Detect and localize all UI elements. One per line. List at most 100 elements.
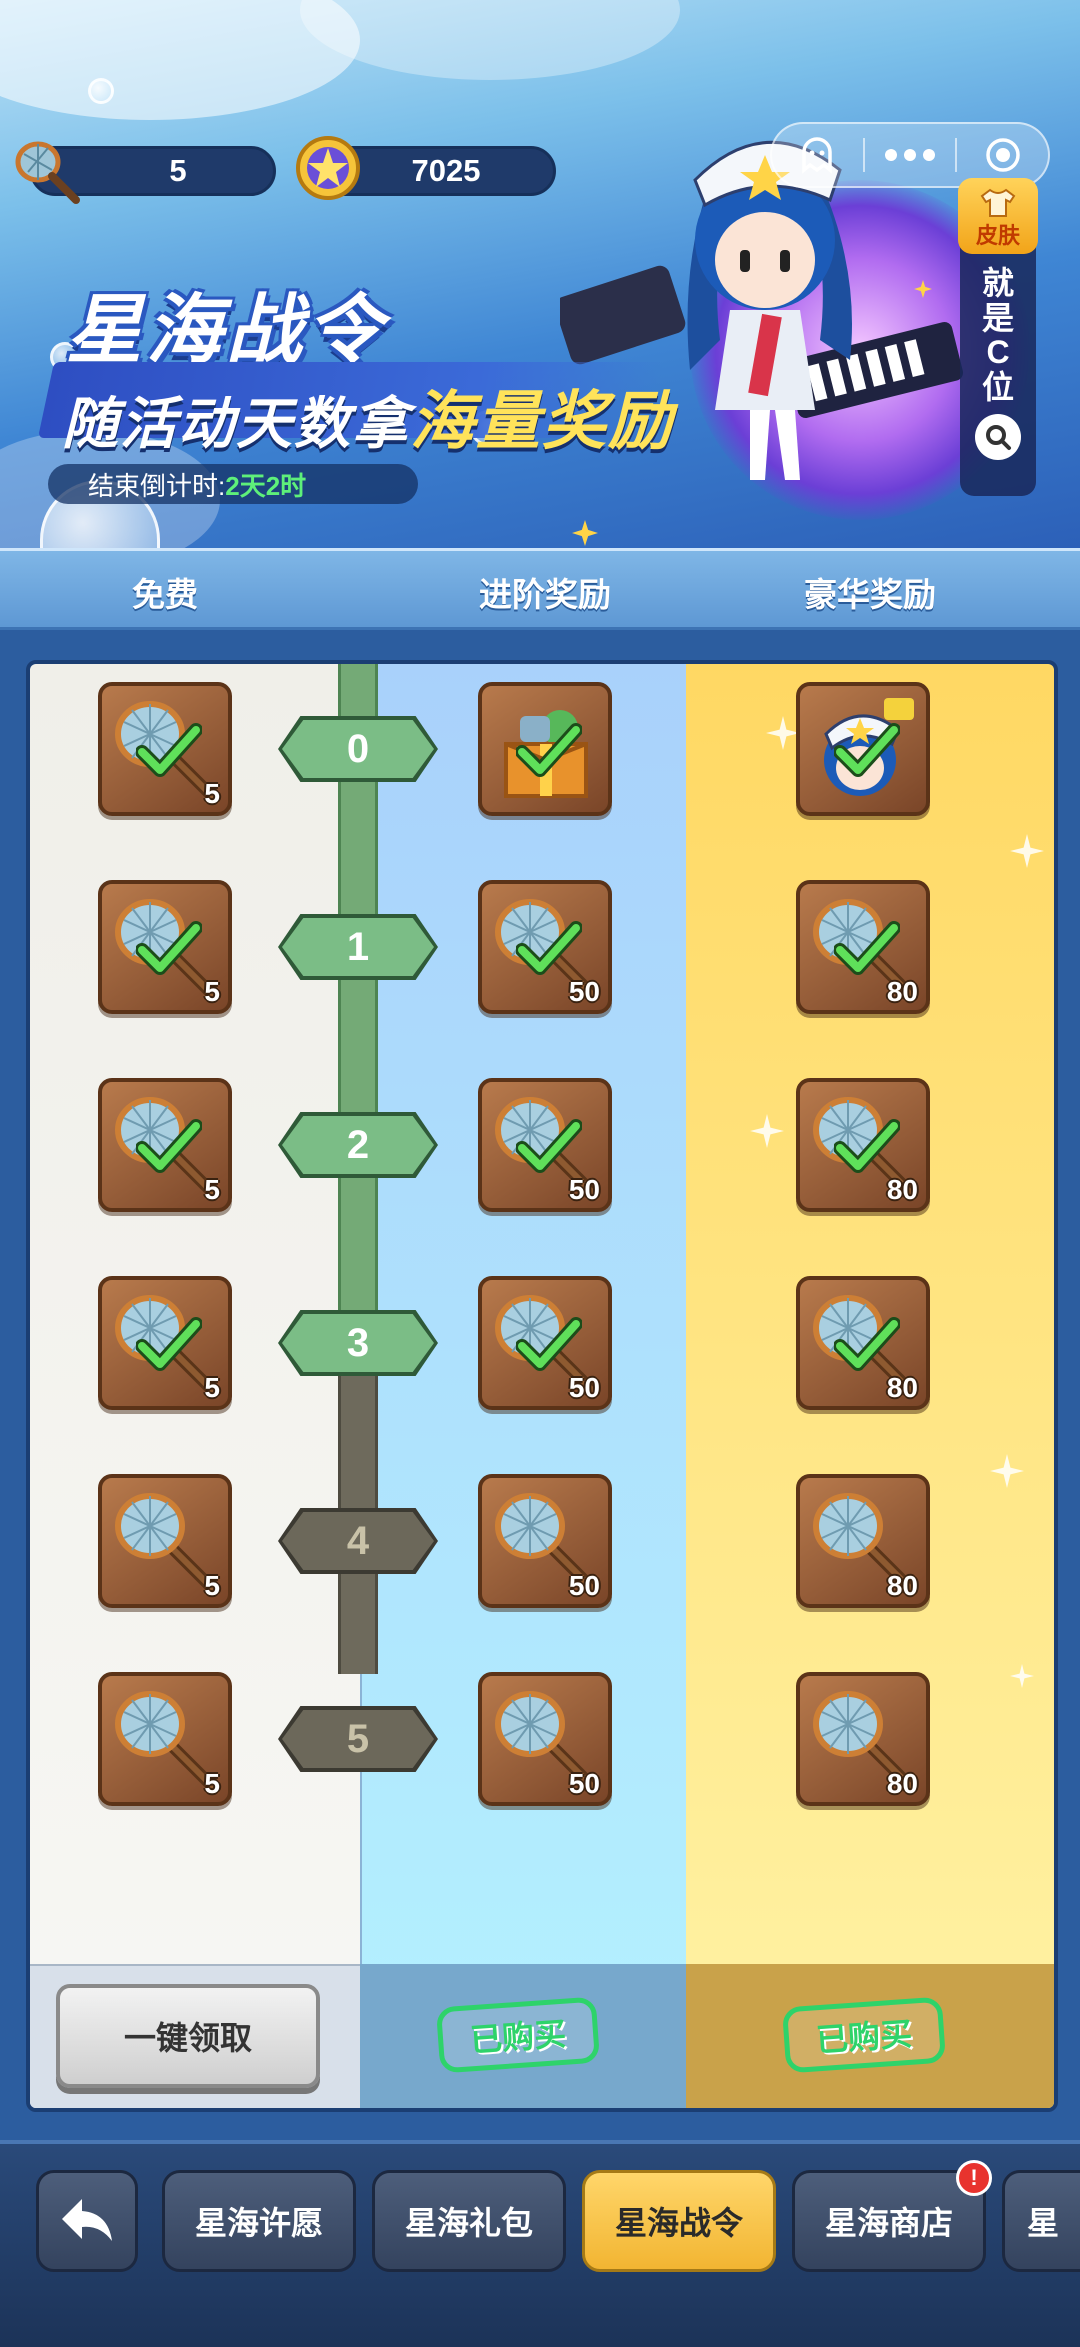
claimed-check-icon: [516, 1119, 582, 1173]
column-advanced-label: 进阶奖励: [479, 576, 611, 613]
net-icon: [813, 1691, 918, 1794]
item-quantity: 50: [568, 1174, 600, 1205]
net-icon: [115, 1295, 220, 1398]
luxury-reward-item[interactable]: 80: [796, 1276, 930, 1410]
item-quantity: 5: [204, 1570, 220, 1601]
level-marker: 5: [278, 1706, 438, 1772]
net-icon: [10, 134, 82, 206]
more-button[interactable]: [865, 124, 956, 186]
nav-tab-2[interactable]: 星海战令: [582, 2170, 776, 2272]
net-icon: [813, 1295, 918, 1398]
net-icon: [813, 899, 918, 1002]
advanced-reward-item[interactable]: 50: [478, 1672, 612, 1806]
target-close-icon: [985, 138, 1020, 172]
skin-search-button[interactable]: [975, 414, 1021, 461]
ghost-icon: [802, 137, 833, 174]
sparkle-decor: [572, 520, 598, 546]
luxury-reward-item[interactable]: 80: [796, 1078, 930, 1212]
item-quantity: 5: [204, 1174, 220, 1205]
item-quantity: 80: [886, 1372, 918, 1403]
advanced-reward-item[interactable]: 50: [478, 1276, 612, 1410]
reward-column-header: 免费 进阶奖励 豪华奖励: [0, 548, 1080, 630]
luxury-reward-item[interactable]: 80: [796, 1474, 930, 1608]
net-icon: [115, 1493, 220, 1596]
level-marker: 1: [278, 914, 438, 980]
nets-count: 5: [169, 153, 187, 188]
item-quantity: 5: [204, 1768, 220, 1799]
net-icon: [495, 899, 600, 1002]
claim-all-button[interactable]: 一键领取: [56, 1984, 320, 2088]
level-number: 4: [346, 1518, 370, 1563]
subtitle-highlight: 海量奖励: [410, 385, 674, 457]
net-icon: [115, 1097, 220, 1200]
claimed-check-icon: [136, 1317, 202, 1371]
claimed-check-icon: [834, 1317, 900, 1371]
item-quantity: 80: [886, 1570, 918, 1601]
nav-tab-3[interactable]: 星海商店: [792, 2170, 986, 2272]
net-icon: [495, 1691, 600, 1794]
nav-tab-1[interactable]: 星海礼包: [372, 2170, 566, 2272]
net-icon: [495, 1097, 600, 1200]
back-arrow-icon: [62, 2199, 112, 2241]
level-marker: 3: [278, 1310, 438, 1376]
free-reward-item[interactable]: 5: [98, 880, 232, 1014]
advanced-reward-item[interactable]: 50: [478, 1474, 612, 1608]
level-number: 1: [346, 924, 370, 969]
skin-side-tab[interactable]: 皮肤 就是C位: [958, 178, 1038, 496]
level-number: 5: [346, 1716, 370, 1761]
column-free-label: 免费: [132, 576, 198, 613]
advanced-reward-item[interactable]: 50: [478, 880, 612, 1014]
event-banner: 5 7025 星海战令 随活动天数拿海量奖励 结束倒计时:2天2时 皮肤: [0, 0, 1080, 548]
star-coin-icon: [292, 132, 364, 204]
item-quantity: 5: [204, 1372, 220, 1403]
advanced-purchased-stamp: 已购买: [435, 1996, 601, 2074]
advanced-reward-item[interactable]: 50: [478, 1078, 612, 1212]
advanced-reward-item[interactable]: [478, 682, 612, 816]
skin-button[interactable]: 皮肤: [958, 178, 1038, 254]
net-icon: [813, 1493, 918, 1596]
free-reward-item[interactable]: 5: [98, 1078, 232, 1212]
countdown-value: 2天2时: [225, 470, 307, 501]
level-number: 0: [346, 726, 370, 771]
claimed-check-icon: [516, 1317, 582, 1371]
back-button[interactable]: [36, 2170, 138, 2272]
more-dots-icon: [885, 149, 935, 161]
nets-counter: 5: [30, 146, 276, 196]
level-number: 2: [346, 1122, 370, 1167]
claimed-check-icon: [516, 723, 582, 777]
free-reward-item[interactable]: 5: [98, 1276, 232, 1410]
close-target-button[interactable]: [957, 124, 1048, 186]
event-subtitle: 随活动天数拿海量奖励: [62, 370, 674, 462]
countdown-label: 结束倒计时:: [88, 470, 226, 501]
claimed-check-icon: [834, 921, 900, 975]
level-number: 3: [346, 1320, 370, 1365]
luxury-reward-item[interactable]: [796, 682, 930, 816]
item-quantity: 50: [568, 976, 600, 1007]
cloud-decor: [300, 0, 680, 80]
claimed-check-icon: [834, 1119, 900, 1173]
net-icon: [115, 1691, 220, 1794]
item-quantity: 5: [204, 778, 220, 809]
level-marker: 2: [278, 1112, 438, 1178]
luxury-reward-item[interactable]: 80: [796, 1672, 930, 1806]
luxury-reward-item[interactable]: 80: [796, 880, 930, 1014]
claimed-check-icon: [136, 921, 202, 975]
free-reward-item[interactable]: 5: [98, 1474, 232, 1608]
item-quantity: 5: [204, 976, 220, 1007]
luxury-footer: [686, 1964, 1054, 2108]
luxury-purchased-stamp: 已购买: [781, 1996, 947, 2074]
level-marker: 4: [278, 1508, 438, 1574]
subtitle-text: 随活动天数拿: [62, 392, 410, 455]
ghost-button[interactable]: [772, 124, 863, 186]
item-quantity: 80: [886, 1768, 918, 1799]
net-icon: [495, 1493, 600, 1596]
claimed-check-icon: [136, 1119, 202, 1173]
free-reward-item[interactable]: 5: [98, 682, 232, 816]
skin-side-text: 就是C位: [981, 265, 1014, 405]
item-quantity: 50: [568, 1372, 600, 1403]
nav-tab-0[interactable]: 星海许愿: [162, 2170, 356, 2272]
free-reward-item[interactable]: 5: [98, 1672, 232, 1806]
nav-tab-4[interactable]: 星: [1002, 2170, 1080, 2272]
item-quantity: 50: [568, 1570, 600, 1601]
